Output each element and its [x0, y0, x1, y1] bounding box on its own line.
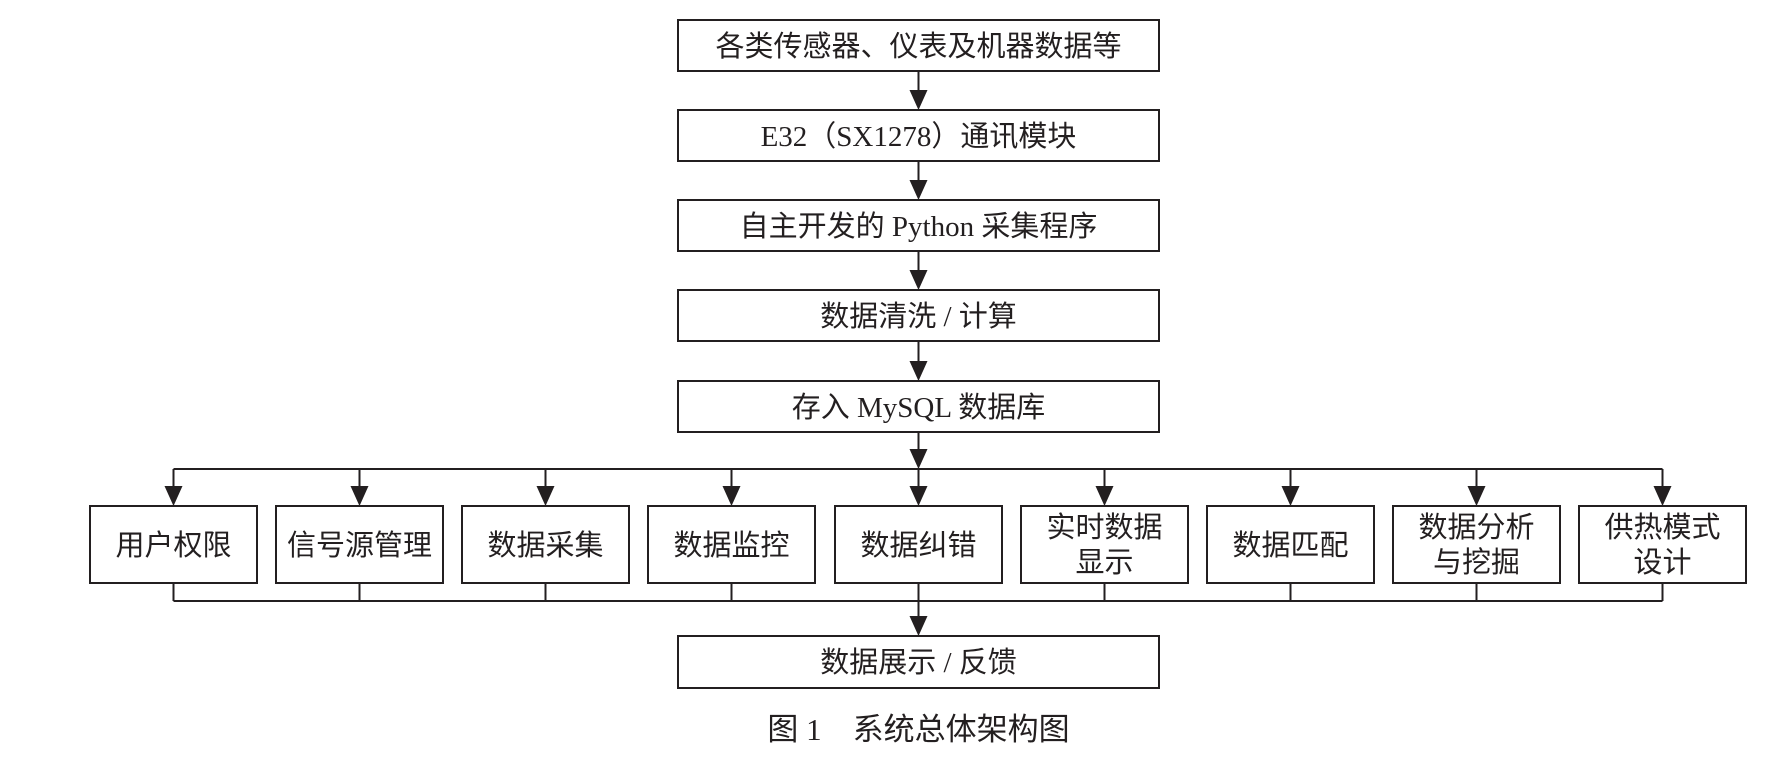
- branch-arrow: [1467, 469, 1486, 506]
- module-realtime-display: 实时数据 显示: [1020, 505, 1189, 584]
- pipeline-step-label: 各类传感器、仪表及机器数据等: [715, 30, 1121, 63]
- module-label-line-1: 数据分析: [1418, 511, 1534, 544]
- module-label-line-1: 供热模式: [1604, 511, 1720, 544]
- branch-arrow: [909, 469, 928, 506]
- pipeline-step-comm-module: E32（SX1278）通讯模块: [677, 109, 1160, 162]
- branch-arrow: [722, 469, 741, 506]
- pipeline-step-sensors: 各类传感器、仪表及机器数据等: [677, 19, 1160, 72]
- module-label-line-1: 实时数据: [1046, 511, 1162, 544]
- module-user-permissions: 用户权限: [89, 505, 258, 584]
- branch-arrow: [1281, 469, 1300, 506]
- pipeline-arrow: [909, 432, 928, 469]
- module-label: 数据纠错: [860, 529, 976, 562]
- pipeline-step-mysql-storage: 存入 MySQL 数据库: [677, 380, 1160, 433]
- module-label: 数据匹配: [1232, 529, 1348, 562]
- pipeline-step-data-cleaning: 数据清洗 / 计算: [677, 289, 1160, 342]
- output-label: 数据展示 / 反馈: [820, 646, 1017, 679]
- module-label-line-2: 显示: [1075, 547, 1133, 579]
- output-arrow: [909, 601, 928, 636]
- branch-arrow: [350, 469, 369, 506]
- pipeline-step-python-collector: 自主开发的 Python 采集程序: [677, 199, 1160, 252]
- pipeline-arrow: [909, 341, 928, 381]
- module-signal-source-management: 信号源管理: [275, 505, 444, 584]
- module-data-correction: 数据纠错: [834, 505, 1003, 584]
- pipeline-step-label: E32（SX1278）通讯模块: [761, 120, 1077, 153]
- pipeline-arrow: [909, 71, 928, 110]
- module-label-line-2: 设计: [1633, 546, 1691, 579]
- module-label: 用户权限: [115, 529, 231, 562]
- module-label: 数据监控: [673, 529, 789, 562]
- module-data-monitoring: 数据监控: [647, 505, 816, 584]
- module-data-matching: 数据匹配: [1206, 505, 1375, 584]
- module-data-analysis-mining: 数据分析 与挖掘: [1392, 505, 1561, 584]
- collection-ticks: [172, 583, 1664, 601]
- pipeline-step-label: 存入 MySQL 数据库: [792, 391, 1046, 424]
- pipeline-step-label: 自主开发的 Python 采集程序: [740, 210, 1098, 243]
- branch-arrow: [536, 469, 555, 506]
- module-data-collection: 数据采集: [461, 505, 630, 584]
- module-label: 信号源管理: [287, 529, 432, 562]
- pipeline-step-label: 数据清洗 / 计算: [820, 300, 1017, 333]
- pipeline-arrow: [909, 251, 928, 290]
- pipeline-arrow: [909, 161, 928, 200]
- module-heating-mode-design: 供热模式 设计: [1578, 505, 1747, 584]
- module-label: 数据采集: [487, 529, 603, 562]
- branch-arrow: [164, 469, 183, 506]
- branch-arrow: [1653, 469, 1672, 506]
- module-label-line-2: 与挖掘: [1433, 546, 1520, 579]
- output-display-feedback: 数据展示 / 反馈: [677, 635, 1160, 689]
- figure-caption: 图 1 系统总体架构图: [767, 712, 1069, 747]
- branch-arrow: [1095, 469, 1114, 506]
